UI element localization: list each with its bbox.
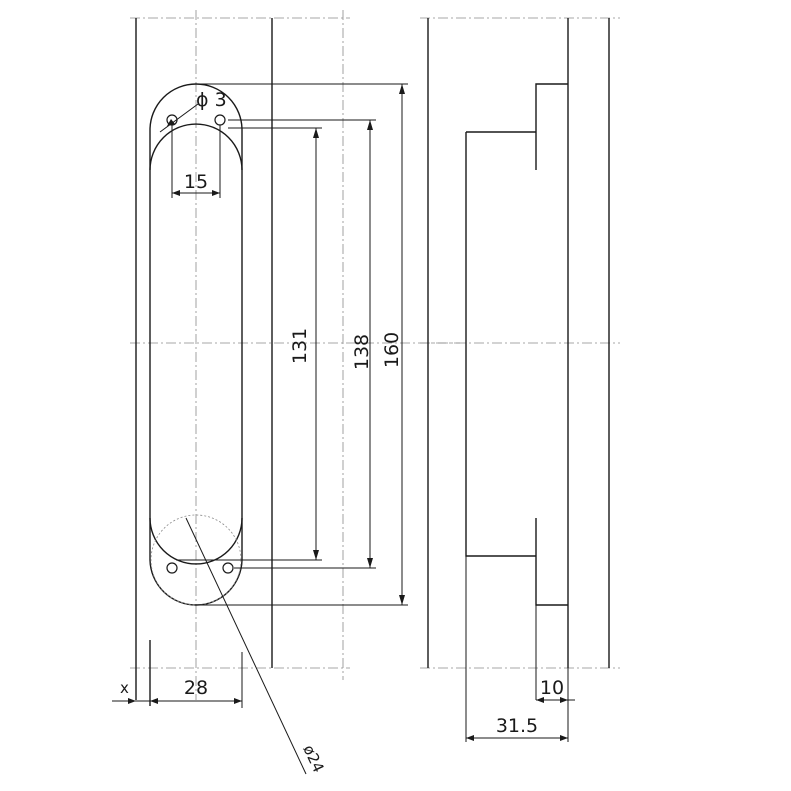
dim-label-15: 15 xyxy=(184,171,208,193)
upper-inner-arc xyxy=(149,123,243,171)
dim-label-cutout-diameter: ø24 xyxy=(299,742,327,775)
arrows-10 xyxy=(536,697,568,703)
dim-line-hole-diameter xyxy=(159,103,199,133)
mounting-hole-bottom-right xyxy=(222,562,234,574)
mounting-hole-bottom-left xyxy=(166,562,178,574)
arrows-28 xyxy=(128,698,242,704)
front-view: 131 138 160 15 ϕ 3 x 28 ø24 xyxy=(112,10,460,775)
side-hinge-profile xyxy=(465,83,568,606)
dim-label-hole-diameter: ϕ 3 xyxy=(196,89,227,111)
side-view: 10 31.5 xyxy=(420,17,620,742)
dim-label-31-5: 31.5 xyxy=(496,715,538,737)
leader-cutout-diameter xyxy=(185,517,307,775)
dim-label-28: 28 xyxy=(184,677,208,699)
dim-label-131: 131 xyxy=(289,328,311,364)
dim-label-10: 10 xyxy=(540,677,564,699)
dim-label-138: 138 xyxy=(351,334,373,370)
lower-inner-arc xyxy=(149,517,243,565)
dim-label-x: x xyxy=(120,679,129,697)
mounting-hole-top-right xyxy=(214,114,226,126)
arrow-hole-diameter xyxy=(167,119,175,126)
dim-label-160: 160 xyxy=(381,332,403,368)
